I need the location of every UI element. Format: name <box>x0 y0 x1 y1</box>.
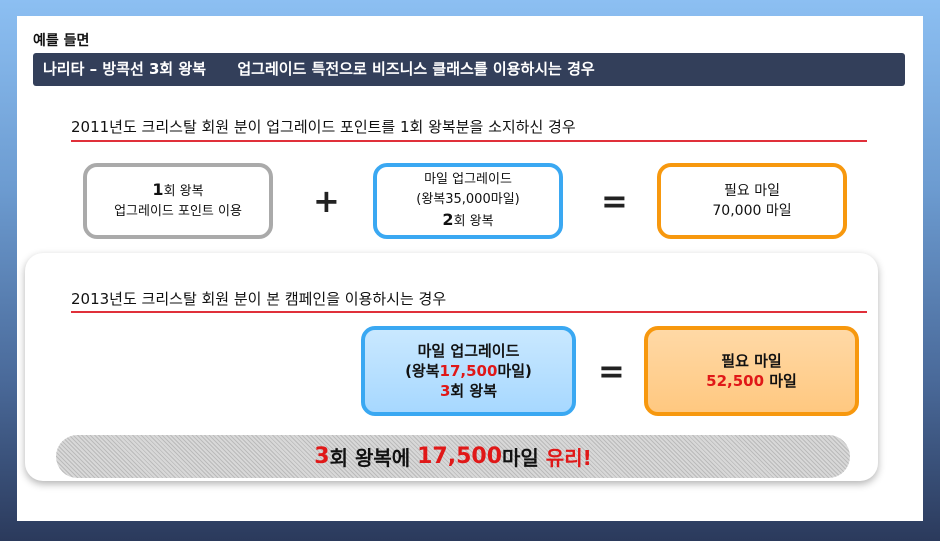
label: 마일 <box>502 446 546 470</box>
label: 회 왕복 <box>450 382 498 400</box>
savings-miles: 17,500 <box>417 444 503 469</box>
route-banner: 나리타 – 방콕선 3회 왕복 업그레이드 특전으로 비즈니스 클래스를 이용하… <box>33 53 905 86</box>
upgrade-point-box: 1회 왕복 업그레이드 포인트 이용 <box>83 163 273 239</box>
trip-count: 1 <box>152 180 164 199</box>
trip-count: 2 <box>442 210 454 229</box>
miles-value: 17,500 <box>439 362 498 380</box>
label: 회 왕복 <box>453 214 494 229</box>
equals-sign: = <box>601 182 628 220</box>
trip-count: 3 <box>439 382 451 400</box>
label: 업그레이드 포인트 이용 <box>114 204 242 219</box>
campaign-required-miles-box: 필요 마일 52,500 마일 <box>644 326 859 416</box>
label: 필요 마일 <box>724 183 780 199</box>
intro-label: 예를 들면 <box>33 33 90 49</box>
label: 마일 업그레이드 <box>417 342 520 360</box>
divider <box>71 311 867 313</box>
trip-count: 3 <box>314 444 330 469</box>
label: (왕복35,000마일) <box>416 192 520 207</box>
label: 회 왕복에 <box>329 446 418 470</box>
highlight-text: 유리! <box>545 446 592 470</box>
required-miles-box: 필요 마일 70,000 마일 <box>657 163 847 239</box>
campaign-mile-upgrade-box: 마일 업그레이드 (왕복17,500마일) 3회 왕복 <box>361 326 576 416</box>
label: 마일 업그레이드 <box>424 172 512 187</box>
label: 마일) <box>497 362 532 380</box>
case-2011-title: 2011년도 크리스탈 회원 분이 업그레이드 포인트를 1회 왕복분을 소지하… <box>71 118 576 136</box>
miles-value: 52,500 <box>706 372 765 390</box>
label: 마일 <box>764 372 797 390</box>
mile-upgrade-box: 마일 업그레이드 (왕복35,000마일) 2회 왕복 <box>373 163 563 239</box>
label: 회 왕복 <box>163 184 204 199</box>
plus-sign: + <box>313 182 340 220</box>
miles-value: 70,000 마일 <box>712 203 792 219</box>
label: (왕복 <box>405 362 440 380</box>
label: 필요 마일 <box>721 352 782 370</box>
case-2013-title: 2013년도 크리스탈 회원 분이 본 캠페인을 이용하시는 경우 <box>71 290 447 308</box>
equals-sign: = <box>598 352 625 390</box>
divider <box>71 140 867 142</box>
